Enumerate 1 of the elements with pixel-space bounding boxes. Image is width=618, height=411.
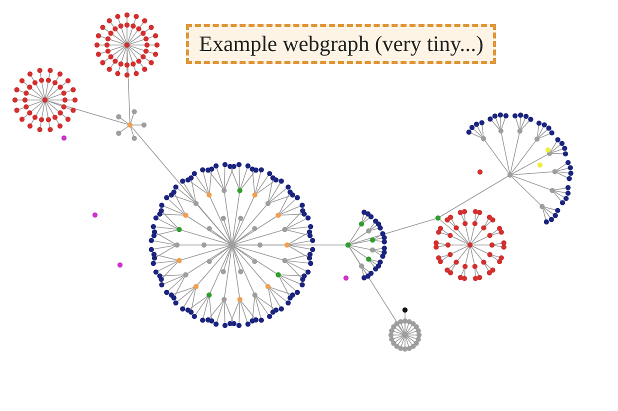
- caption-note: Example webgraph (very tiny...): [186, 24, 496, 64]
